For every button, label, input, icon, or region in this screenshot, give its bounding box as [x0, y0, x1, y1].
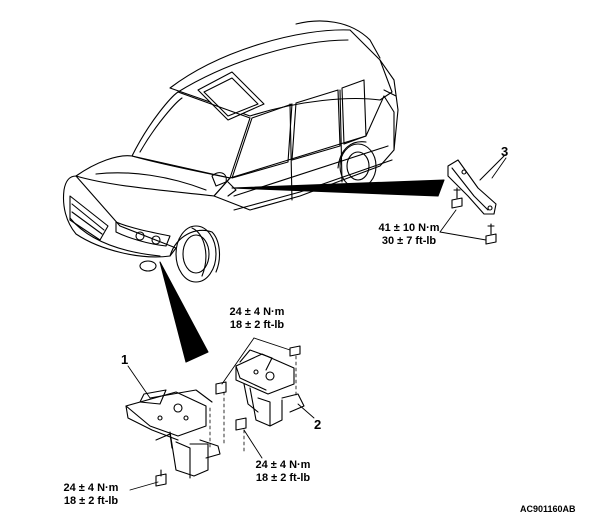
- rear-brace-part-3: [447, 155, 505, 215]
- torque-ftlb: 18 ± 2 ft-lb: [255, 472, 311, 484]
- beam-to-engine-mount: [159, 261, 209, 363]
- headlamp: [115, 221, 171, 247]
- torque-ftlb: 18 ± 2 ft-lb: [63, 495, 119, 507]
- torque-ftlb: 18 ± 2 ft-lb: [229, 319, 285, 331]
- front-bumper: [62, 175, 177, 258]
- mount-bracket-part-2: [235, 349, 305, 427]
- torque-nm: 24 ± 4 N·m: [255, 459, 311, 471]
- grille: [69, 195, 109, 241]
- torque-spec-rear-brace: 41 ± 10 N·m 30 ± 7 ft-lb: [374, 222, 444, 248]
- vehicle-illustration: [62, 20, 399, 283]
- beam-to-rear-brace: [231, 179, 445, 197]
- callout-number-2: 2: [314, 417, 322, 432]
- mount-bracket-part-1: [125, 389, 221, 479]
- torque-spec-upper-bracket: 24 ± 4 N·m 18 ± 2 ft-lb: [222, 306, 292, 332]
- rear-wheel: [337, 141, 377, 189]
- torque-nm: 24 ± 4 N·m: [63, 482, 119, 494]
- torque-nm: 41 ± 10 N·m: [378, 222, 440, 234]
- front-wheel: [169, 225, 221, 283]
- figure-code: AC901160AB: [520, 504, 576, 514]
- callout-number-1: 1: [121, 352, 129, 367]
- callout-number-3: 3: [501, 144, 509, 159]
- bolt-upper-right: [289, 345, 301, 357]
- torque-ftlb: 30 ± 7 ft-lb: [381, 235, 437, 247]
- torque-nm: 24 ± 4 N·m: [229, 306, 285, 318]
- torque-spec-lower-left: 24 ± 4 N·m 18 ± 2 ft-lb: [56, 482, 126, 508]
- body-side: [213, 95, 395, 211]
- brace-bolt-lower: [485, 223, 497, 245]
- bolt-middle: [215, 381, 227, 395]
- bolt-lower-middle: [235, 417, 247, 431]
- brace-bolt-upper: [451, 187, 463, 209]
- torque-spec-lower-middle: 24 ± 4 N·m 18 ± 2 ft-lb: [248, 459, 318, 485]
- bolt-lower-left: [155, 469, 167, 487]
- alignment-lines: [209, 355, 297, 453]
